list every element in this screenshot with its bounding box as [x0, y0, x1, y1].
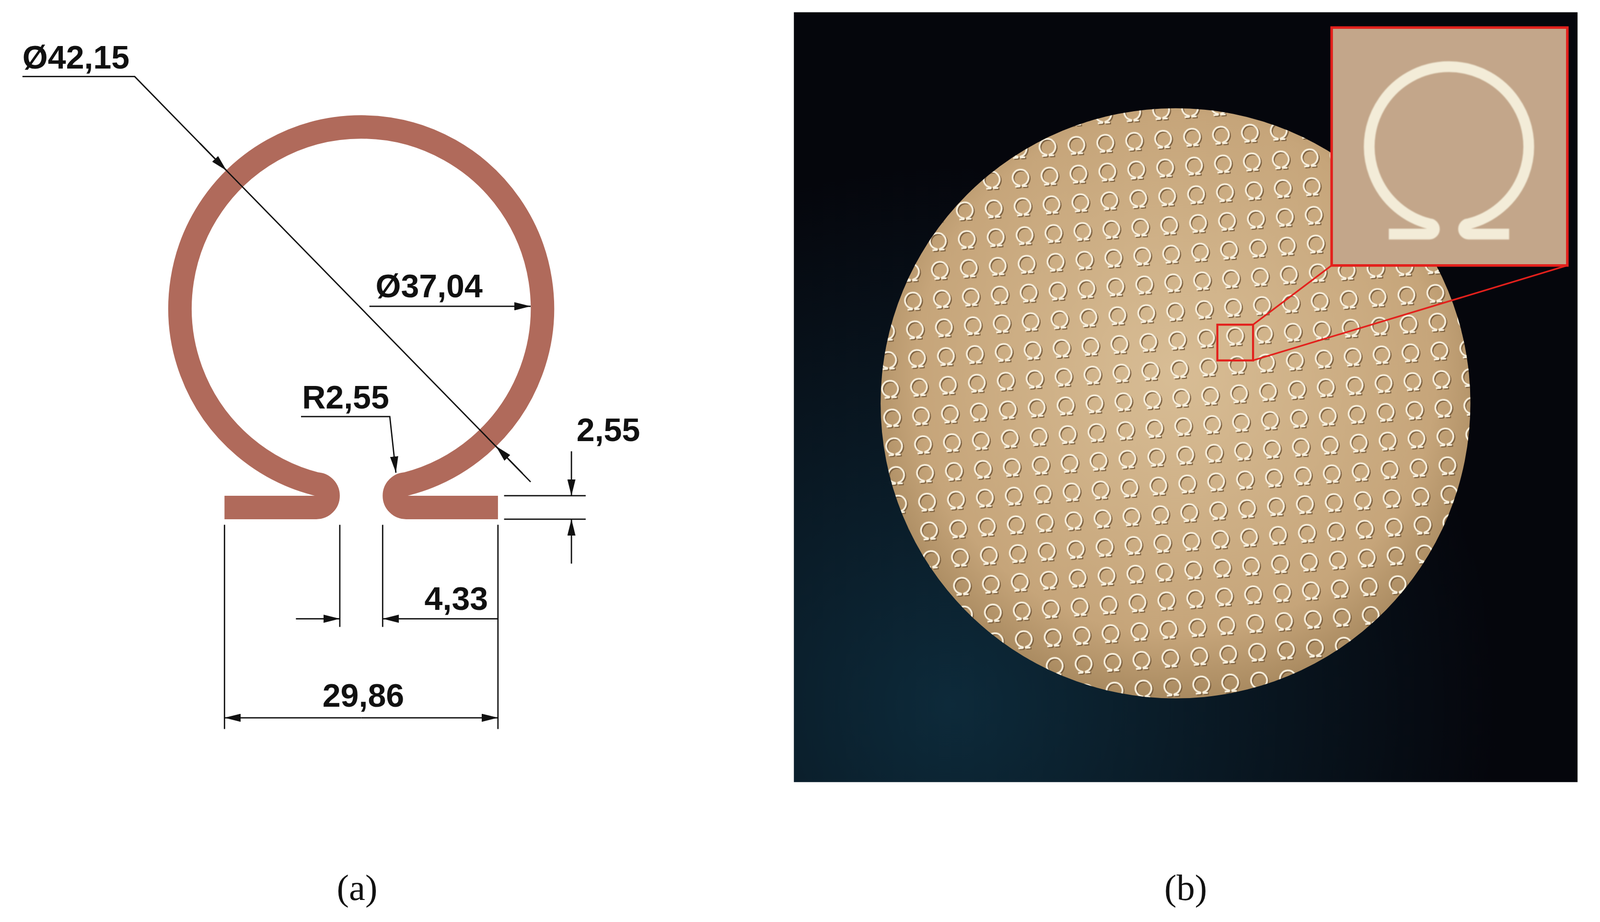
- zoom-lines: [1252, 265, 1568, 361]
- dimension-label: 2,55: [576, 413, 641, 446]
- dimension-label: Ø37,04: [375, 269, 483, 302]
- dimension-label: Ø42,15: [22, 40, 130, 74]
- dimension-label: 4,33: [424, 581, 489, 615]
- panel-caption: (a): [336, 869, 378, 907]
- radius-label: R2,55: [301, 380, 390, 414]
- panel-caption: (b): [1164, 869, 1207, 907]
- inset-omega: [1369, 66, 1530, 234]
- zoom-box: [1217, 324, 1254, 361]
- photo-background: [793, 12, 1578, 783]
- dimension-label: 29,86: [322, 678, 405, 712]
- zoom-inset: [1331, 27, 1568, 266]
- omega-profile: [180, 127, 543, 508]
- dimension-lines: [22, 76, 586, 730]
